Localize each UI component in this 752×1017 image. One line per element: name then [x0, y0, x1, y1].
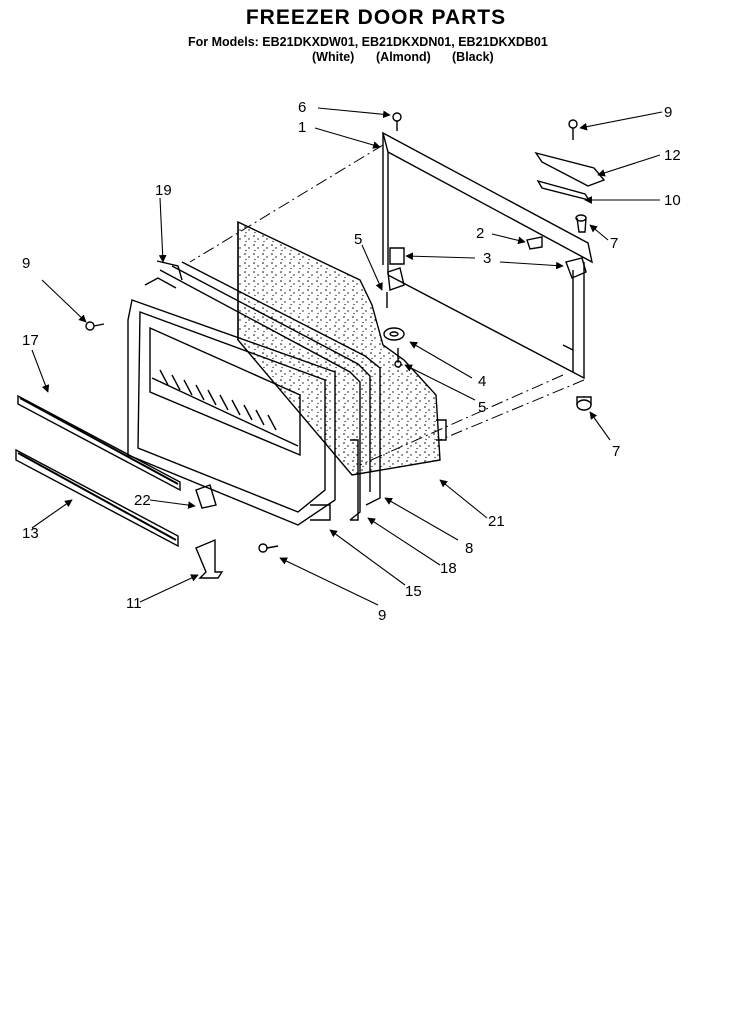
door-gasket	[156, 260, 381, 521]
hinge-top-parts	[392, 112, 606, 411]
foam-panel	[237, 220, 447, 476]
callout-22: 22	[134, 492, 151, 509]
callout-9-left: 9	[22, 255, 30, 272]
callout-6: 6	[298, 99, 306, 116]
callout-9-bottom: 9	[378, 607, 386, 624]
callout-8: 8	[465, 540, 473, 557]
callout-5-lower: 5	[478, 399, 486, 416]
callout-labels: 6 1 9 12 10 7 2 3 5 4 5 7 19 9 17 13 22 …	[22, 99, 681, 624]
callout-18: 18	[440, 560, 457, 577]
models-line: For Models: EB21DKXDW01, EB21DKXDN01, EB…	[188, 35, 548, 49]
callout-3: 3	[483, 250, 491, 267]
finish-white: (White)	[312, 50, 355, 64]
callout-10: 10	[664, 192, 681, 209]
callout-11: 11	[126, 595, 142, 612]
leader-lines	[31, 107, 663, 606]
callout-17: 17	[22, 332, 39, 349]
callout-4: 4	[478, 373, 486, 390]
callout-21: 21	[488, 513, 505, 530]
clip-part	[195, 484, 217, 509]
callout-1: 1	[298, 119, 306, 136]
callout-15: 15	[405, 583, 422, 600]
callout-7-top: 7	[610, 235, 618, 252]
callout-12: 12	[664, 147, 681, 164]
trim-strip-lower	[15, 448, 179, 548]
page-title: FREEZER DOOR PARTS	[245, 6, 507, 29]
callout-5-upper: 5	[354, 231, 362, 248]
bracket-part	[195, 538, 224, 579]
inner-door-liner	[127, 277, 336, 526]
callout-9-top: 9	[664, 104, 672, 121]
trim-strip-upper	[17, 394, 181, 492]
callout-2: 2	[476, 225, 484, 242]
hinge-frame	[381, 131, 593, 380]
callout-13: 13	[22, 525, 39, 542]
callout-19: 19	[155, 182, 172, 199]
screw-left	[85, 321, 105, 331]
screw-bottom	[258, 543, 279, 553]
finish-almond: (Almond)	[376, 50, 431, 64]
callout-7-bottom: 7	[612, 443, 620, 460]
finish-black: (Black)	[452, 50, 494, 64]
